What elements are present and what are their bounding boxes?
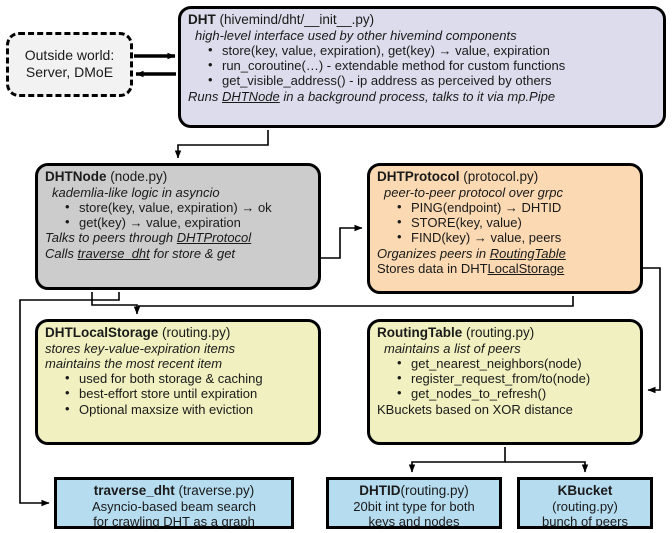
edge-routingtable-to-dhtid	[408, 447, 506, 473]
kbucket-file: (routing.py)	[552, 498, 618, 514]
dhtnode-title: DHTNode (node.py)	[45, 169, 311, 185]
dht-file: (hivemind/dht/__init__.py)	[219, 12, 375, 27]
dht-bullet: run_coroutine(…) - extendable method for…	[208, 57, 656, 73]
routingtable-bullet-list: get_nearest_neighbors(node) register_req…	[377, 355, 633, 402]
node-dht[interactable]: DHT (hivemind/dht/__init__.py) high-leve…	[178, 6, 666, 128]
traverse-line1: Asyncio-based beam search	[91, 498, 257, 514]
dht-bullet: store(key, value, expiration), get(key) …	[208, 42, 656, 58]
dhtnode-footer1-pre: Talks to peers through	[45, 230, 177, 246]
edge-dhtnode-to-dhtprotocol	[314, 224, 363, 259]
traverse-file: (traverse.py)	[178, 483, 255, 498]
node-routingtable[interactable]: RoutingTable (routing.py) maintains a li…	[367, 319, 643, 445]
dhtprotocol-bullet: STORE(key, value)	[397, 214, 633, 230]
dhtprotocol-file: (protocol.py)	[463, 169, 539, 184]
edge-dhtprotocol-to-localstorage	[138, 296, 574, 307]
dhtnode-footer1: Talks to peers through DHTProtocol	[45, 230, 311, 245]
traverse-line2: for crawling DHT as a graph	[93, 513, 255, 529]
routingtable-file: (routing.py)	[466, 325, 535, 340]
dhtnode-footer2: Calls traverse_dht for store & get	[45, 246, 311, 261]
node-dhtlocalstorage[interactable]: DHTLocalStorage (routing.py) stores key-…	[35, 319, 321, 445]
dhtprotocol-footer1-link[interactable]: RoutingTable	[489, 245, 566, 261]
dhtid-file: (routing.py)	[400, 483, 469, 498]
dht-footer: Runs DHTNode in a background process, ta…	[188, 89, 656, 104]
dhtid-title: DHTID(routing.py)	[336, 483, 492, 499]
dhtid-line2: keys and nodes	[368, 513, 460, 529]
routingtable-bullet: get_nearest_neighbors(node)	[397, 355, 633, 371]
dhtnode-footer2-post: for store & get	[149, 245, 236, 261]
dht-footer-post: in a background process, talks to it via…	[279, 88, 556, 104]
dhtid-name: DHTID	[359, 483, 401, 498]
dht-bullet: get_visible_address() - ip address as pe…	[208, 72, 656, 88]
localstorage-subtitle1: stores key-value-expiration items	[45, 340, 236, 356]
dht-subtitle: high-level interface used by other hivem…	[195, 27, 517, 43]
dht-footer-link[interactable]: DHTNode	[221, 88, 280, 104]
routingtable-bullet: register_request_from/to(node)	[397, 370, 633, 386]
routingtable-name: RoutingTable	[377, 325, 463, 340]
routingtable-footer: KBuckets based on XOR distance	[377, 401, 573, 417]
dhtprotocol-footer2: Stores data in DHTLocalStorage	[377, 261, 633, 276]
dhtprotocol-bullet: FIND(key) → value, peers	[397, 229, 633, 245]
node-traverse-dht[interactable]: traverse_dht (traverse.py) Asyncio-based…	[54, 477, 294, 529]
dhtid-line1: 20bit int type for both	[353, 498, 475, 514]
routingtable-bullet: get_nodes_to_refresh()	[397, 385, 633, 401]
routingtable-title: RoutingTable (routing.py)	[377, 325, 633, 341]
localstorage-name: DHTLocalStorage	[45, 325, 159, 340]
kbucket-title: KBucket	[527, 483, 643, 499]
localstorage-bullet-list: used for both storage & caching best-eff…	[45, 370, 311, 417]
node-dhtnode[interactable]: DHTNode (node.py) kademlia-like logic in…	[35, 163, 321, 290]
dht-bullet-list: store(key, value, expiration), get(key) …	[188, 42, 656, 89]
localstorage-bullet: best-effort store until expiration	[65, 385, 311, 401]
traverse-name: traverse_dht	[93, 483, 175, 498]
dhtnode-bullet: get(key) → value, expiration	[65, 214, 311, 230]
dhtnode-subtitle: kademlia-like logic in asyncio	[52, 184, 220, 200]
outside-world-line2: Server, DMoE	[25, 64, 114, 80]
dhtprotocol-name: DHTProtocol	[377, 169, 460, 184]
node-kbucket[interactable]: KBucket (routing.py) bunch of peers	[517, 477, 653, 529]
routingtable-subtitle: maintains a list of peers	[384, 340, 521, 356]
localstorage-subtitle2: maintains the most recent item	[45, 355, 223, 371]
localstorage-bullet: used for both storage & caching	[65, 370, 311, 386]
dhtprotocol-footer1-pre: Organizes peers in	[377, 245, 490, 261]
dht-title: DHT (hivemind/dht/__init__.py)	[188, 12, 656, 28]
localstorage-file: (routing.py)	[162, 325, 231, 340]
dhtprotocol-bullet: PING(endpoint) → DHTID	[397, 199, 633, 215]
dht-name: DHT	[188, 12, 216, 27]
node-outside-world[interactable]: Outside world: Server, DMoE	[6, 32, 133, 97]
dhtprotocol-title: DHTProtocol (protocol.py)	[377, 169, 633, 185]
kbucket-line1: bunch of peers	[541, 513, 628, 529]
dhtnode-bullet: store(key, value, expiration) → ok	[65, 199, 311, 215]
traverse-title: traverse_dht (traverse.py)	[64, 483, 284, 499]
dhtnode-footer2-link[interactable]: traverse_dht	[77, 245, 150, 261]
dhtnode-footer1-link[interactable]: DHTProtocol	[176, 230, 252, 246]
node-dhtid[interactable]: DHTID(routing.py) 20bit int type for bot…	[326, 477, 502, 529]
outside-world-line1: Outside world:	[24, 46, 115, 63]
localstorage-title: DHTLocalStorage (routing.py)	[45, 325, 311, 341]
dhtprotocol-bullet-list: PING(endpoint) → DHTID STORE(key, value)…	[377, 199, 633, 246]
dhtprotocol-subtitle: peer-to-peer protocol over grpc	[384, 184, 563, 200]
dhtprotocol-footer2-link[interactable]: LocalStorage	[487, 260, 565, 276]
dhtnode-bullet-list: store(key, value, expiration) → ok get(k…	[45, 199, 311, 230]
edge-dhtnode-to-localstorage	[91, 292, 141, 315]
dhtprotocol-footer2-pre: Stores data in DHT	[377, 260, 488, 276]
edge-routingtable-to-kbucket	[505, 461, 589, 473]
kbucket-name: KBucket	[557, 483, 613, 498]
dhtnode-footer2-pre: Calls	[45, 245, 78, 261]
dhtnode-file: (node.py)	[110, 169, 168, 184]
localstorage-bullet: Optional maxsize with eviction	[65, 401, 311, 417]
edge-dht-to-dhtnode	[174, 130, 269, 159]
dht-footer-pre: Runs	[188, 88, 222, 104]
node-dhtprotocol[interactable]: DHTProtocol (protocol.py) peer-to-peer p…	[367, 163, 643, 294]
dhtprotocol-footer1: Organizes peers in RoutingTable	[377, 246, 633, 261]
dhtnode-name: DHTNode	[45, 169, 107, 184]
